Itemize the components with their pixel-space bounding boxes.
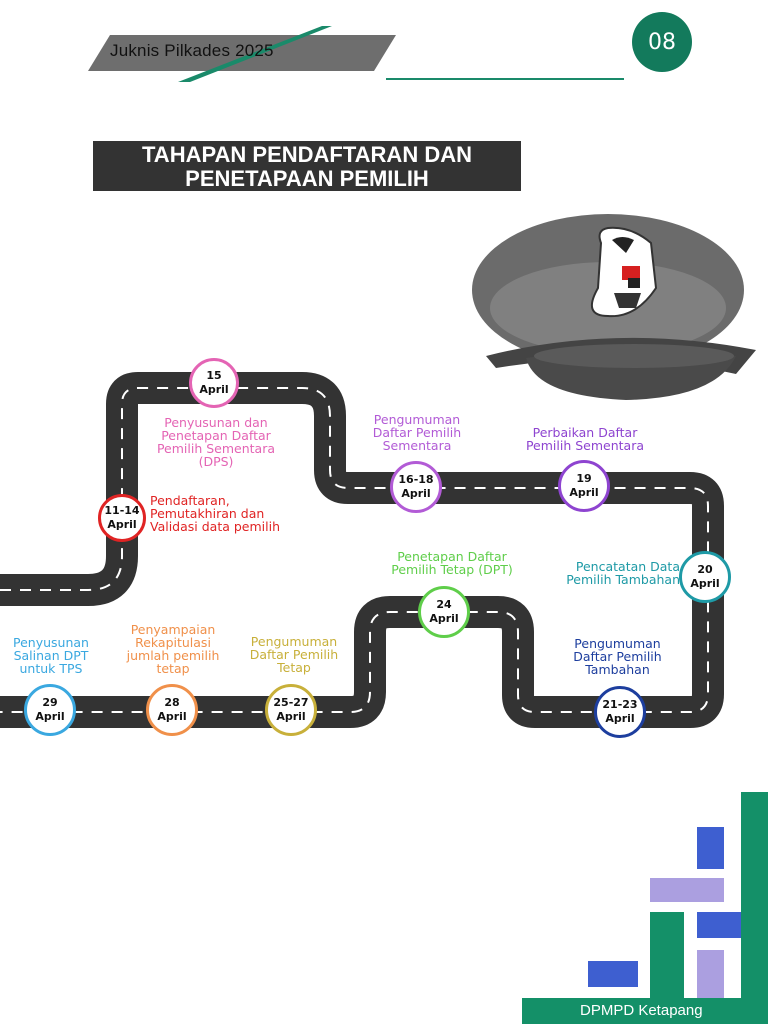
milestone-month-1: April <box>107 518 137 531</box>
footer-blue-block-1 <box>697 827 724 869</box>
milestone-month-4: April <box>569 486 599 499</box>
garuda-emblem-icon <box>590 226 658 318</box>
footer-green-column <box>741 792 768 1024</box>
header-underline <box>386 78 624 80</box>
footer-bar <box>522 998 768 1024</box>
header-band <box>88 35 396 71</box>
milestone-month-6: April <box>605 712 635 725</box>
milestone-date-9: 28 <box>164 696 180 709</box>
milestone-label-6: Pengumuman Daftar Pemilih Tambahan <box>573 636 662 677</box>
milestone-month-5: April <box>690 577 720 590</box>
milestone-label-10: Penyusunan Salinan DPT untuk TPS <box>13 635 89 676</box>
officer-cap-illustration <box>472 214 756 400</box>
milestone-month-9: April <box>157 710 187 723</box>
milestone-date-2: 15 <box>206 369 222 382</box>
milestone-date-3: 16-18 <box>398 473 434 486</box>
header-title: Juknis Pilkades 2025 <box>110 41 274 60</box>
milestone-date-8: 25-27 <box>273 696 309 709</box>
milestone-label-2: Penyusunan dan Penetapan Daftar Pemilih … <box>156 415 276 469</box>
milestone-month-3: April <box>401 487 431 500</box>
footer-lavender-bar <box>650 878 724 902</box>
footer-blue-block-2 <box>697 912 741 938</box>
footer-lavender-block <box>697 950 724 998</box>
footer-text: DPMPD Ketapang <box>580 1002 703 1019</box>
milestone-date-1: 11-14 <box>104 504 140 517</box>
section-title: TAHAPAN PENDAFTARAN DAN PENETAPAAN PEMIL… <box>93 141 521 191</box>
milestone-label-5: Pencatatan Data Pemilih Tambahan <box>566 559 680 587</box>
milestone-month-8: April <box>276 710 306 723</box>
milestone-label-9: Penyampaian Rekapitulasi jumlah pemilih … <box>126 622 220 676</box>
milestone-date-10: 29 <box>42 696 58 709</box>
page-number: 08 <box>632 12 692 72</box>
footer-green-block <box>650 912 684 998</box>
milestone-month-2: April <box>199 383 229 396</box>
section-title-line-1: TAHAPAN PENDAFTARAN DAN <box>142 142 472 167</box>
milestone-label-1: Pendaftaran, Pemutakhiran dan Validasi d… <box>150 493 281 534</box>
milestone-date-4: 19 <box>576 472 592 485</box>
milestone-date-7: 24 <box>436 598 452 611</box>
milestone-label-8: Pengumuman Daftar Pemilih Tetap <box>249 634 339 675</box>
milestone-month-7: April <box>429 612 459 625</box>
milestone-label-4: Perbaikan Daftar Pemilih Sementara <box>525 425 645 453</box>
section-title-line-2: PENETAPAAN PEMILIH <box>185 166 429 191</box>
milestone-date-6: 21-23 <box>602 698 638 711</box>
milestone-label-7: Penetapan Daftar Pemilih Tetap (DPT) <box>391 549 513 577</box>
milestone-month-10: April <box>35 710 65 723</box>
footer-blue-block-3 <box>588 961 638 987</box>
milestone-date-5: 20 <box>697 563 713 576</box>
milestone-label-3: Pengumuman Daftar Pemilih Sementara <box>372 412 462 453</box>
